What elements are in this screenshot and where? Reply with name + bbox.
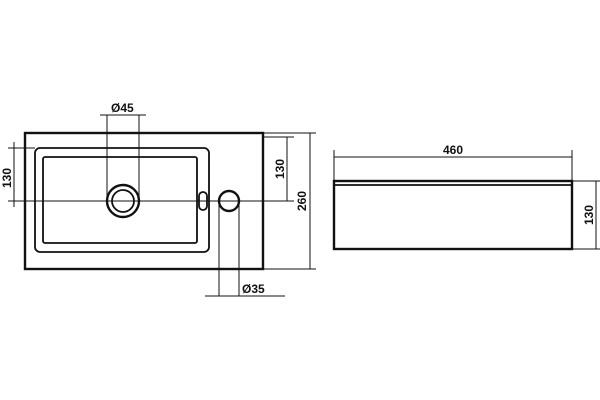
right-height-label: 130	[273, 159, 287, 179]
tap-hole-diameter-label: Ø35	[242, 282, 265, 296]
basin-inner	[42, 156, 198, 244]
side-height-label: 130	[582, 205, 596, 225]
drain-diameter-label: Ø45	[111, 101, 134, 115]
side-outline	[332, 179, 574, 251]
side-width-label: 460	[443, 143, 463, 157]
total-depth-label: 260	[295, 191, 309, 211]
top-view: Ø45 Ø35 130 130 260	[0, 101, 316, 297]
basin-outer	[34, 147, 210, 253]
side-view: 460 130	[332, 143, 600, 251]
basin-height-label: 130	[0, 168, 14, 188]
